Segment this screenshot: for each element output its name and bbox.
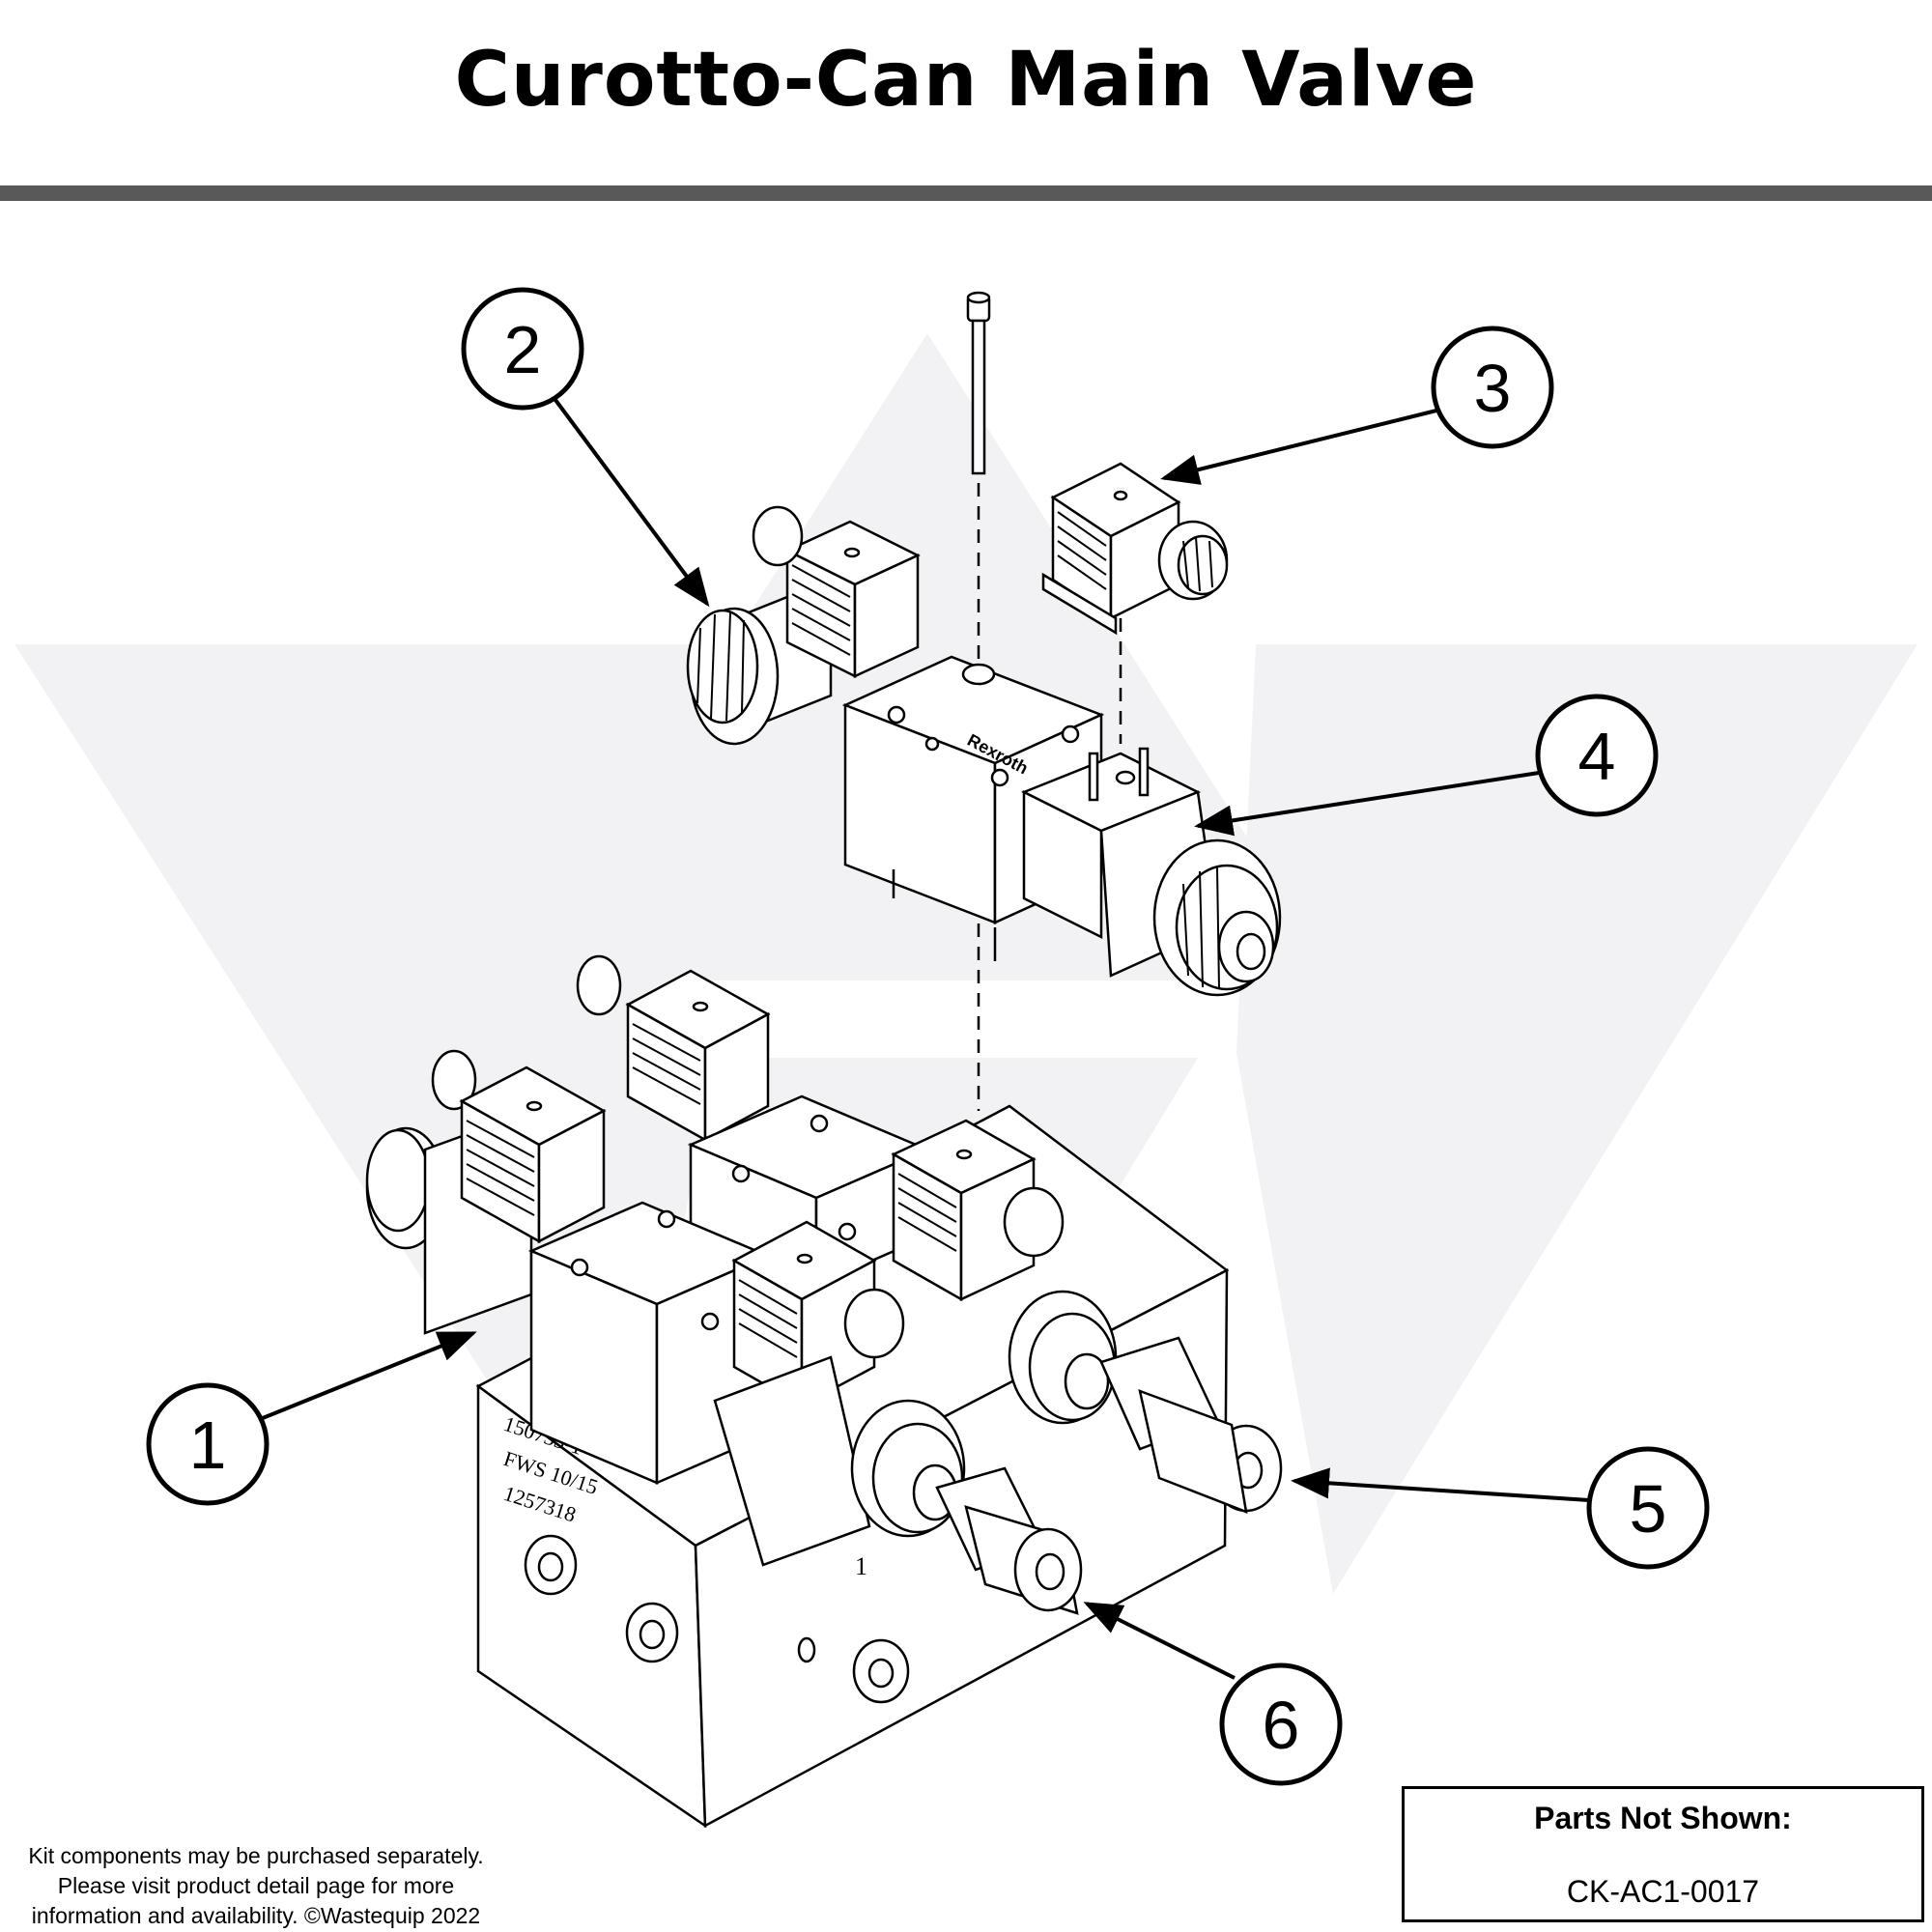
parts-not-shown-box: Parts Not Shown: CK-AC1-0017 bbox=[1402, 1786, 1924, 1922]
page-title: Curotto-Can Main Valve bbox=[454, 37, 1478, 124]
rear-directional-valve bbox=[576, 954, 1283, 1514]
callout-5: 5 bbox=[1586, 1446, 1710, 1570]
callout-2: 2 bbox=[461, 287, 584, 411]
svg-text:2: 2 bbox=[504, 312, 542, 387]
svg-text:6: 6 bbox=[1263, 1688, 1300, 1763]
svg-text:3: 3 bbox=[1474, 351, 1512, 426]
leader-4 bbox=[1194, 771, 1540, 837]
leader-1 bbox=[252, 1331, 477, 1424]
parts-not-shown-title: Parts Not Shown: bbox=[1534, 1801, 1792, 1835]
leader-5 bbox=[1291, 1467, 1590, 1502]
port-label: 1 bbox=[855, 1552, 867, 1580]
leader-3 bbox=[1160, 409, 1437, 485]
front-directional-valve bbox=[365, 1049, 1083, 1615]
callout-6: 6 bbox=[1219, 1662, 1343, 1786]
leader-2 bbox=[551, 394, 710, 608]
callout-1: 1 bbox=[146, 1382, 270, 1506]
header-divider bbox=[0, 185, 1932, 201]
connector-plug bbox=[1041, 462, 1229, 636]
callout-leaders bbox=[252, 394, 1590, 1680]
upper-directional-valve: Rexroth bbox=[686, 505, 1282, 997]
callout-3: 3 bbox=[1431, 326, 1554, 449]
svg-text:5: 5 bbox=[1630, 1471, 1667, 1547]
callout-4: 4 bbox=[1535, 694, 1659, 817]
svg-text:4: 4 bbox=[1578, 719, 1616, 794]
mounting-bolt bbox=[966, 291, 991, 475]
kit-disclaimer: Kit components may be purchased separate… bbox=[0, 1841, 512, 1931]
disclaimer-line: Please visit product detail page for mor… bbox=[57, 1873, 455, 1898]
disclaimer-line: information and availability. ©Wastequip… bbox=[31, 1903, 481, 1928]
disclaimer-line: Kit components may be purchased separate… bbox=[28, 1843, 484, 1868]
leader-6 bbox=[1083, 1602, 1236, 1680]
svg-text:1: 1 bbox=[189, 1407, 227, 1483]
parts-not-shown-item: CK-AC1-0017 bbox=[1566, 1874, 1760, 1909]
